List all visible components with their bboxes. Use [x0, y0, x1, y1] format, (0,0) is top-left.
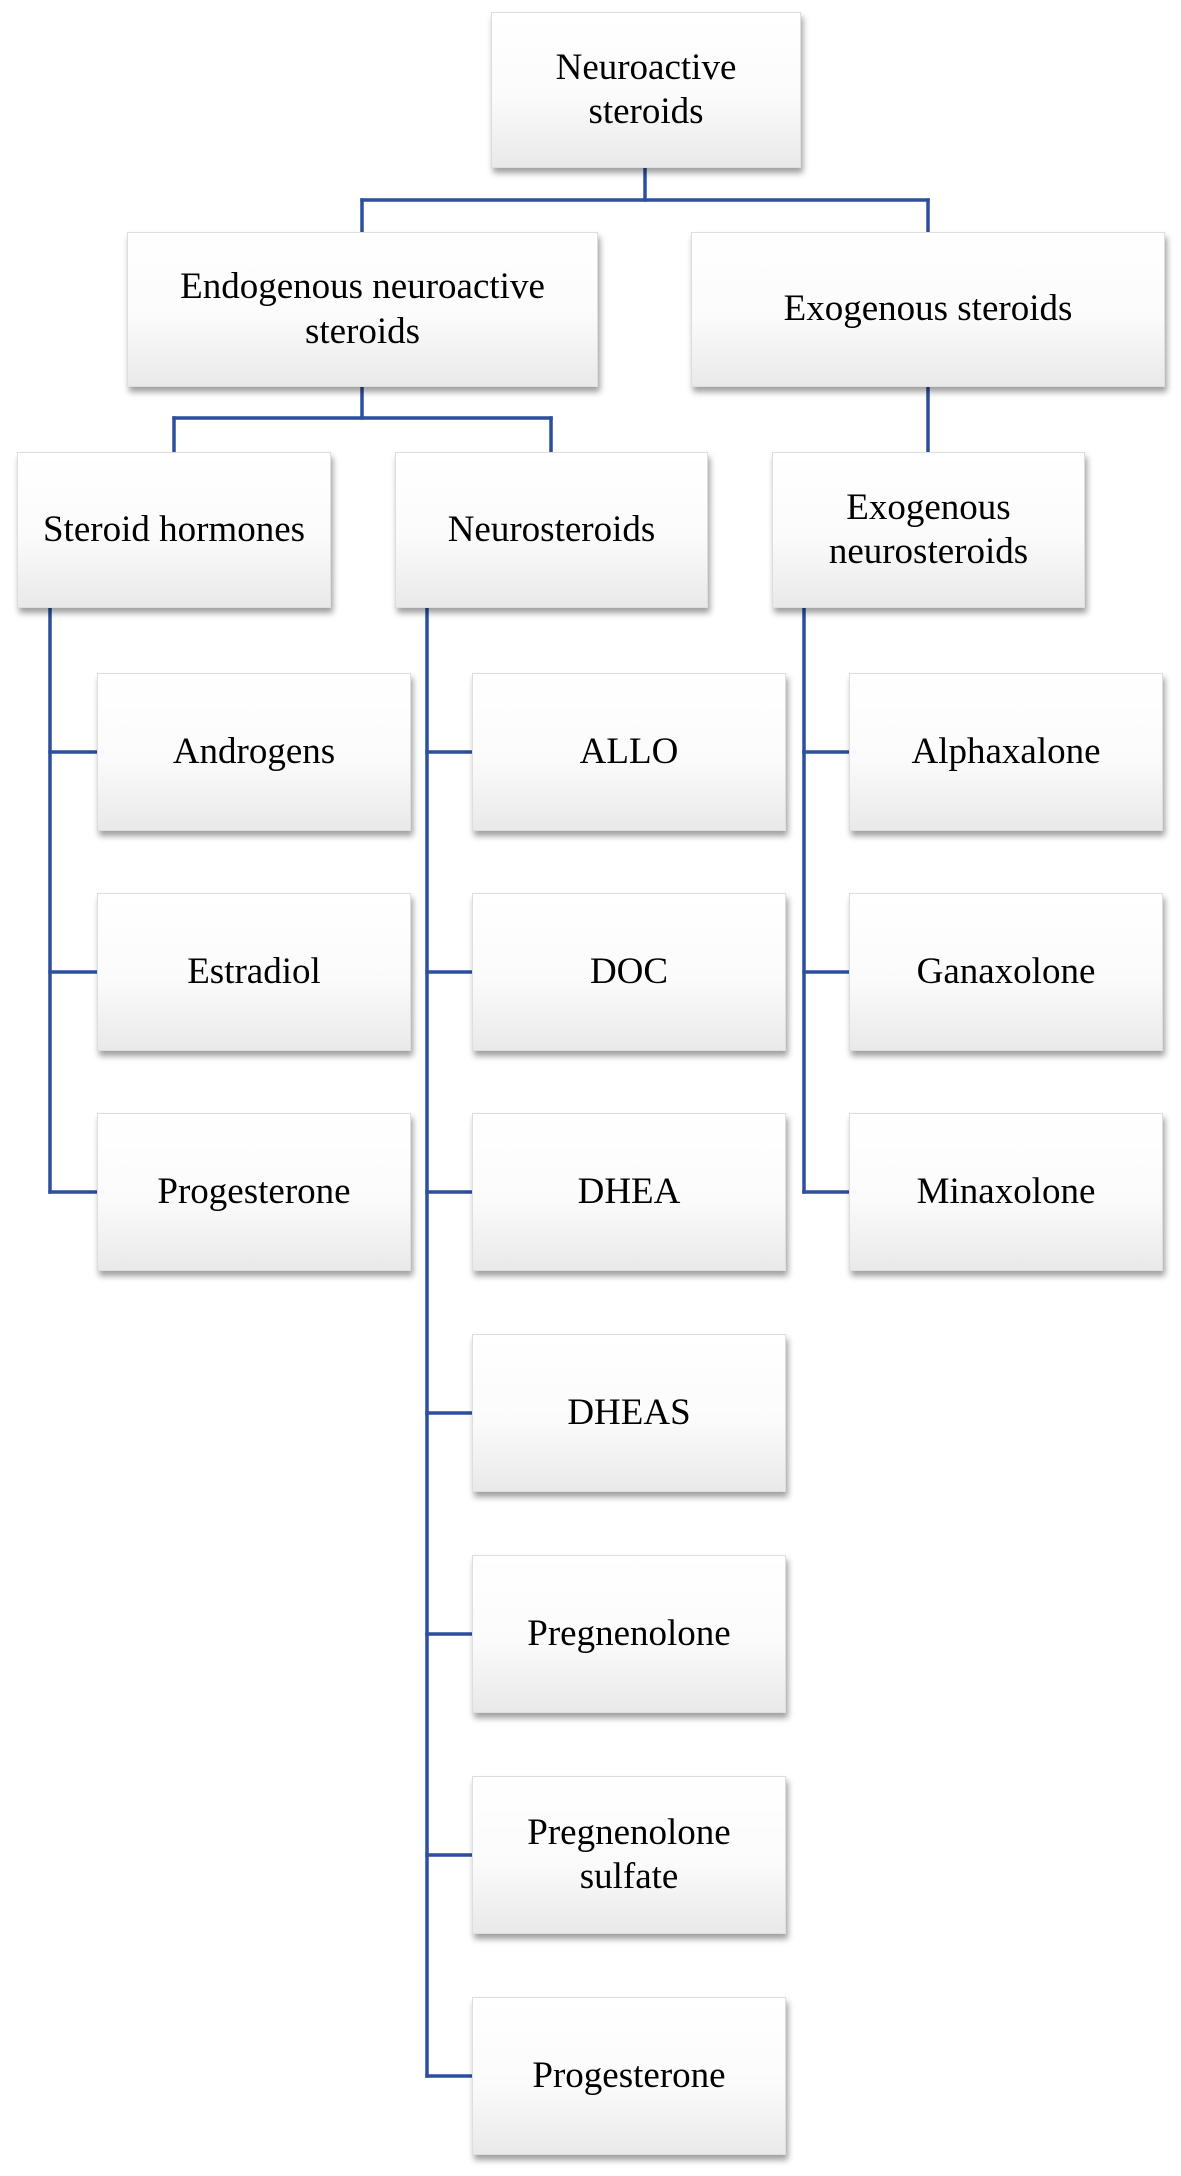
node-progesterone-hormone: Progesterone — [97, 1113, 411, 1271]
node-allo: ALLO — [472, 673, 786, 831]
node-exogenous-neurosteroids: Exogenous neurosteroids — [772, 452, 1085, 608]
node-minaxolone: Minaxolone — [849, 1113, 1163, 1271]
node-pregnenolone: Pregnenolone — [472, 1555, 786, 1713]
node-androgens: Androgens — [97, 673, 411, 831]
node-neurosteroids: Neurosteroids — [395, 452, 708, 608]
node-endogenous-neuroactive-steroids: Endogenous neuroactive steroids — [127, 232, 598, 387]
node-pregnenolone-sulfate: Pregnenolone sulfate — [472, 1776, 786, 1934]
node-estradiol: Estradiol — [97, 893, 411, 1051]
node-dhea: DHEA — [472, 1113, 786, 1271]
node-doc: DOC — [472, 893, 786, 1051]
node-ganaxolone: Ganaxolone — [849, 893, 1163, 1051]
node-steroid-hormones: Steroid hormones — [17, 452, 331, 608]
node-neuroactive-steroids: Neuroactive steroids — [491, 12, 801, 168]
node-exogenous-steroids: Exogenous steroids — [691, 232, 1165, 387]
node-progesterone-neurosteroid: Progesterone — [472, 1997, 786, 2155]
node-alphaxalone: Alphaxalone — [849, 673, 1163, 831]
node-dheas: DHEAS — [472, 1334, 786, 1492]
